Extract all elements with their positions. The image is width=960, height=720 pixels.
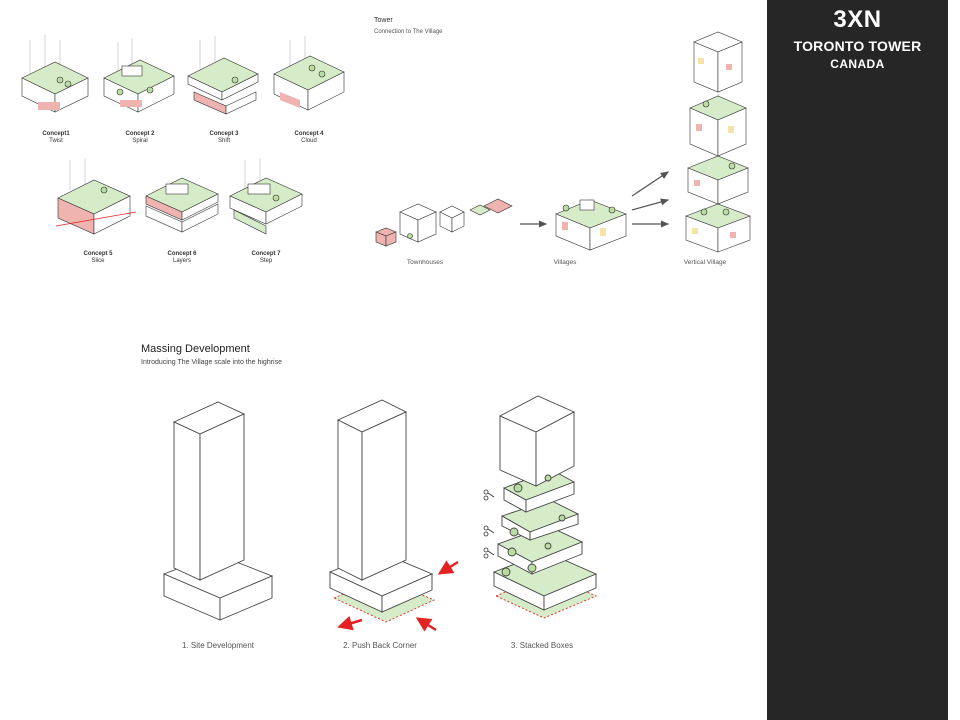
vertical-village-label: Vertical Village: [675, 259, 735, 266]
scissors-icon: [484, 490, 494, 558]
step-label: 2. Push Back Corner: [330, 641, 430, 650]
townhouses-label: Townhouses: [395, 259, 455, 266]
concept-6-drawing: [146, 178, 218, 232]
concept-3-drawing: [188, 36, 258, 114]
concept-5-drawing: [56, 158, 136, 234]
villages-drawing: [556, 200, 626, 250]
company-logo: 3XN: [767, 6, 948, 34]
concept-4-drawing: [274, 36, 344, 110]
project-title: TORONTO TOWER: [767, 38, 948, 54]
massing-title: Massing Development: [141, 343, 250, 355]
diagram-canvas: [0, 0, 767, 720]
tower-subtitle: Connection to The Village: [374, 29, 443, 35]
massing-site-development: [164, 402, 272, 620]
villages-label: Villages: [545, 259, 585, 266]
step-label: 3. Stacked Boxes: [492, 641, 592, 650]
concept-2-drawing: [104, 38, 174, 112]
townhouses-drawing: [376, 199, 512, 246]
massing-subtitle: Introducing The Village scale into the h…: [141, 359, 282, 366]
massing-stacked-boxes: [494, 396, 596, 618]
step-label: 1. Site Development: [168, 641, 268, 650]
project-country: CANADA: [767, 57, 948, 71]
tower-title: Tower: [374, 17, 393, 24]
sidebar: 3XN TORONTO TOWER CANADA: [767, 0, 948, 720]
concept-7-drawing: [230, 158, 302, 234]
vertical-village-drawing: [686, 32, 750, 252]
concept-1-drawing: [22, 35, 88, 112]
massing-push-back-corner: [330, 400, 434, 622]
